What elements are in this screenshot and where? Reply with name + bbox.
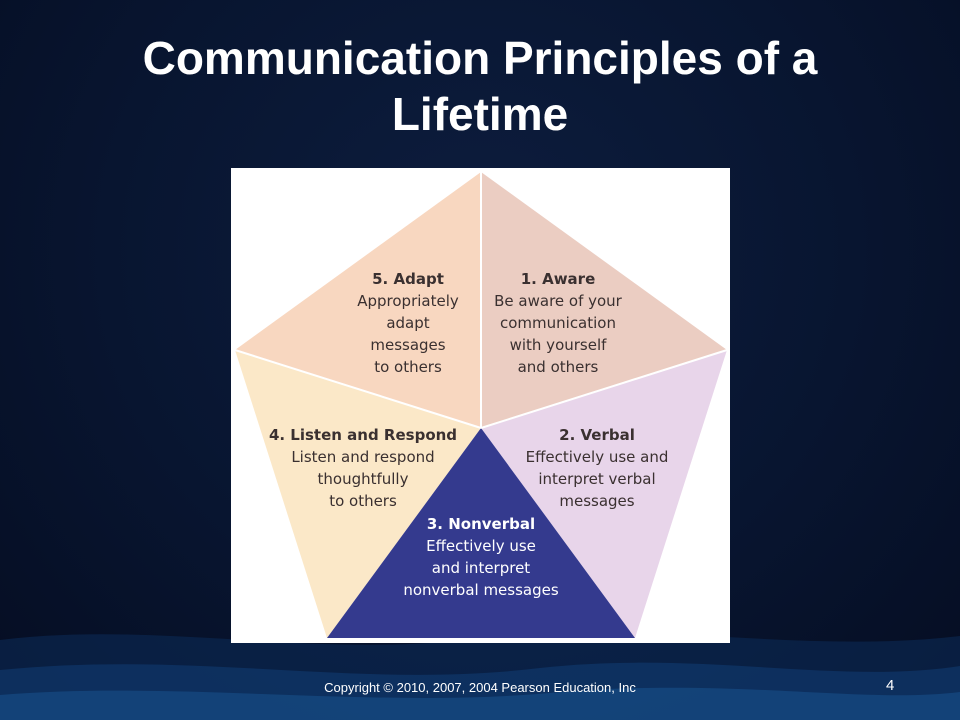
text-listen-1: Listen and respond [291, 448, 435, 466]
text-aware-1: Be aware of your [494, 292, 622, 310]
title-line-2: Lifetime [391, 88, 569, 140]
text-adapt-2: adapt [386, 314, 430, 332]
heading-listen: 4. Listen and Respond [268, 426, 458, 444]
text-adapt-3: messages [370, 336, 446, 354]
label-listen: 4. Listen and Respond Listen and respond… [265, 424, 461, 512]
slide-title: Communication Principles of a Lifetime [0, 30, 960, 142]
segment-adapt [235, 172, 481, 428]
text-verbal-1: Effectively use and [525, 448, 669, 466]
label-adapt: 5. Adapt Appropriately adapt messages to… [343, 268, 473, 378]
segment-nonverbal [327, 428, 635, 638]
segment-dividers [234, 172, 728, 429]
segment-aware [481, 172, 727, 428]
text-aware-4: and others [517, 358, 599, 376]
text-adapt-1: Appropriately [357, 292, 459, 310]
text-adapt-4: to others [374, 358, 442, 376]
title-line-1: Communication Principles of a [142, 32, 818, 84]
label-nonverbal: 3. Nonverbal Effectively use and interpr… [391, 513, 571, 601]
heading-nonverbal: 3. Nonverbal [426, 515, 536, 533]
text-listen-2: thoughtfully [317, 470, 409, 488]
text-verbal-2: interpret verbal [538, 470, 656, 488]
text-nonverbal-1: Effectively use [426, 537, 536, 555]
copyright-text: Copyright © 2010, 2007, 2004 Pearson Edu… [324, 680, 636, 695]
text-listen-3: to others [329, 492, 397, 510]
segment-listen [235, 350, 481, 638]
heading-adapt: 5. Adapt [372, 270, 444, 288]
heading-verbal: 2. Verbal [559, 426, 635, 444]
pentagon-svg [234, 172, 728, 638]
heading-aware: 1. Aware [520, 270, 596, 288]
text-verbal-3: messages [559, 492, 635, 510]
page-number: 4 [886, 677, 895, 694]
wave-decoration [0, 631, 960, 720]
text-nonverbal-3: nonverbal messages [403, 581, 559, 599]
label-aware: 1. Aware Be aware of your communication … [483, 268, 633, 378]
label-verbal: 2. Verbal Effectively use and interpret … [511, 424, 683, 512]
text-aware-2: communication [499, 314, 616, 332]
pentagon-diagram: 5. Adapt Appropriately adapt messages to… [231, 168, 730, 643]
segment-verbal [481, 350, 727, 638]
text-nonverbal-2: and interpret [431, 559, 531, 577]
text-aware-3: with yourself [509, 336, 607, 354]
